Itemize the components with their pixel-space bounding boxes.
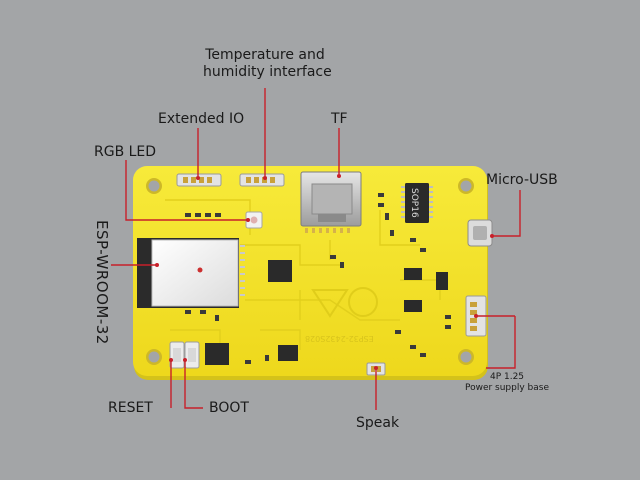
pcb-board	[133, 166, 488, 380]
ic-chip	[205, 260, 448, 365]
label-power-supply-line1: 4P 1.25	[489, 372, 525, 382]
label-boot: BOOT	[209, 400, 249, 416]
pcb-model-text: ESP32-2432S028	[305, 334, 374, 343]
label-reset: RESET	[108, 400, 153, 416]
boot-button-part	[184, 341, 200, 369]
label-esp-wroom-32: ESP-WROOM-32	[93, 220, 111, 345]
sop16-chip	[401, 183, 433, 223]
label-speak: Speak	[356, 415, 400, 431]
sop16-marking: SOP16	[409, 188, 419, 218]
label-temp-humidity: Temperature and humidity interface	[203, 47, 332, 81]
label-temp-humidity-line2: humidity interface	[203, 64, 332, 80]
reset-button-part	[169, 341, 185, 369]
label-micro-usb: Micro-USB	[486, 172, 558, 188]
callout-dots	[155, 174, 494, 370]
label-power-supply: 4P 1.25 Power supply base	[464, 372, 550, 394]
smd-components	[185, 193, 451, 364]
callout-lines	[111, 88, 521, 410]
rgb-led	[245, 211, 263, 229]
mounting-holes	[146, 178, 474, 365]
micro-usb-port	[467, 219, 493, 247]
extended-io-connector	[176, 173, 222, 187]
tf-card-slot	[300, 171, 362, 233]
label-extended-io: Extended IO	[158, 111, 245, 127]
temp-humidity-connector	[239, 173, 285, 187]
label-tf: TF	[331, 111, 348, 127]
label-rgb-led: RGB LED	[94, 144, 157, 160]
label-temp-humidity-line1: Temperature and	[205, 47, 325, 63]
silkscreen-logo	[311, 287, 378, 318]
esp-module	[137, 238, 245, 308]
label-power-supply-line2: Power supply base	[464, 383, 550, 393]
